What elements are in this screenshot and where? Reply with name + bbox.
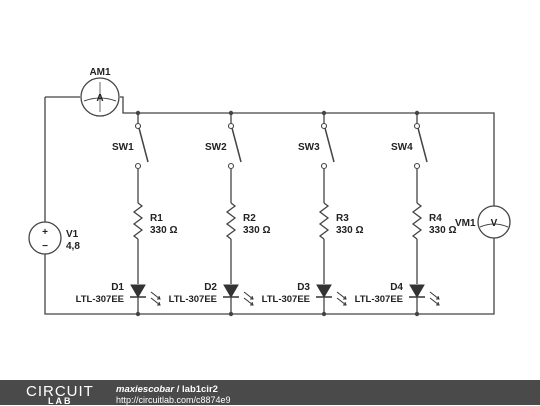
resistance-value: 330 Ω — [429, 225, 456, 236]
diode-label: D4 — [390, 282, 403, 293]
switch-sw1[interactable] — [138, 127, 149, 163]
minus-icon: − — [42, 241, 48, 252]
resistor-label: R1 — [150, 213, 163, 224]
light-emission-icon — [243, 291, 254, 306]
source-value: 4,8 — [66, 241, 80, 252]
switch-sw2[interactable] — [231, 127, 242, 163]
voltmeter-label: VM1 — [455, 218, 476, 229]
light-emission-icon — [150, 291, 161, 306]
project-url[interactable]: http://circuitlab.com/c8874e9 — [116, 395, 231, 405]
diode-label: D2 — [204, 282, 217, 293]
footer-bar — [0, 380, 540, 405]
ammeter-label: AM1 — [89, 67, 111, 78]
project-name[interactable]: lab1cir2 — [182, 384, 218, 395]
diode-part: LTL-307EE — [169, 294, 217, 305]
resistor-r2[interactable] — [225, 202, 237, 240]
branch-2: SW2 R2 330 Ω D2 LTL-307EE — [169, 110, 270, 317]
voltmeter-symbol: V — [491, 218, 498, 229]
resistance-value: 330 Ω — [243, 225, 270, 236]
led-d1[interactable] — [130, 284, 146, 298]
led-d3[interactable] — [316, 284, 332, 298]
resistor-r1[interactable] — [132, 202, 144, 240]
author-line: maxiescobar / lab1cir2 — [116, 384, 218, 395]
switch-label: SW2 — [205, 142, 227, 153]
diode-part: LTL-307EE — [355, 294, 403, 305]
resistor-r3[interactable] — [318, 202, 330, 240]
circuitlab-logo-sub: LAB — [48, 396, 73, 406]
resistor-label: R3 — [336, 213, 349, 224]
schematic: A AM1 + − V1 4,8 V VM1 SW1 R1 330 Ω — [28, 67, 511, 317]
branch-3: SW3 R3 330 Ω D3 LTL-307EE — [262, 110, 363, 317]
light-emission-icon — [336, 291, 347, 306]
branch-1: SW1 R1 330 Ω D1 LTL-307EE — [76, 110, 177, 317]
plus-icon: + — [42, 227, 48, 238]
switch-label: SW1 — [112, 142, 134, 153]
led-d4[interactable] — [409, 284, 425, 298]
author-user[interactable]: maxiescobar — [116, 384, 175, 395]
author-separator: / — [174, 384, 183, 395]
source-label: V1 — [66, 229, 79, 240]
switch-sw3[interactable] — [324, 127, 335, 163]
switch-label: SW4 — [391, 142, 413, 153]
diode-label: D1 — [111, 282, 124, 293]
branch-4: SW4 R4 330 Ω D4 LTL-307EE — [355, 110, 456, 317]
ammeter-am1[interactable]: A — [80, 77, 120, 117]
ammeter-symbol: A — [96, 93, 103, 104]
resistance-value: 330 Ω — [336, 225, 363, 236]
wires — [44, 96, 495, 315]
light-emission-icon — [429, 291, 440, 306]
switch-label: SW3 — [298, 142, 320, 153]
resistance-value: 330 Ω — [150, 225, 177, 236]
circuitlab-logo: CIRCUIT — [26, 383, 94, 400]
led-d2[interactable] — [223, 284, 239, 298]
switch-sw4[interactable] — [417, 127, 428, 163]
voltage-source-v1[interactable]: + − — [28, 221, 62, 255]
resistor-label: R2 — [243, 213, 256, 224]
resistor-r4[interactable] — [411, 202, 423, 240]
voltmeter-vm1[interactable]: V — [477, 205, 511, 239]
diode-part: LTL-307EE — [262, 294, 310, 305]
diode-label: D3 — [297, 282, 310, 293]
diode-part: LTL-307EE — [76, 294, 124, 305]
resistor-label: R4 — [429, 213, 442, 224]
